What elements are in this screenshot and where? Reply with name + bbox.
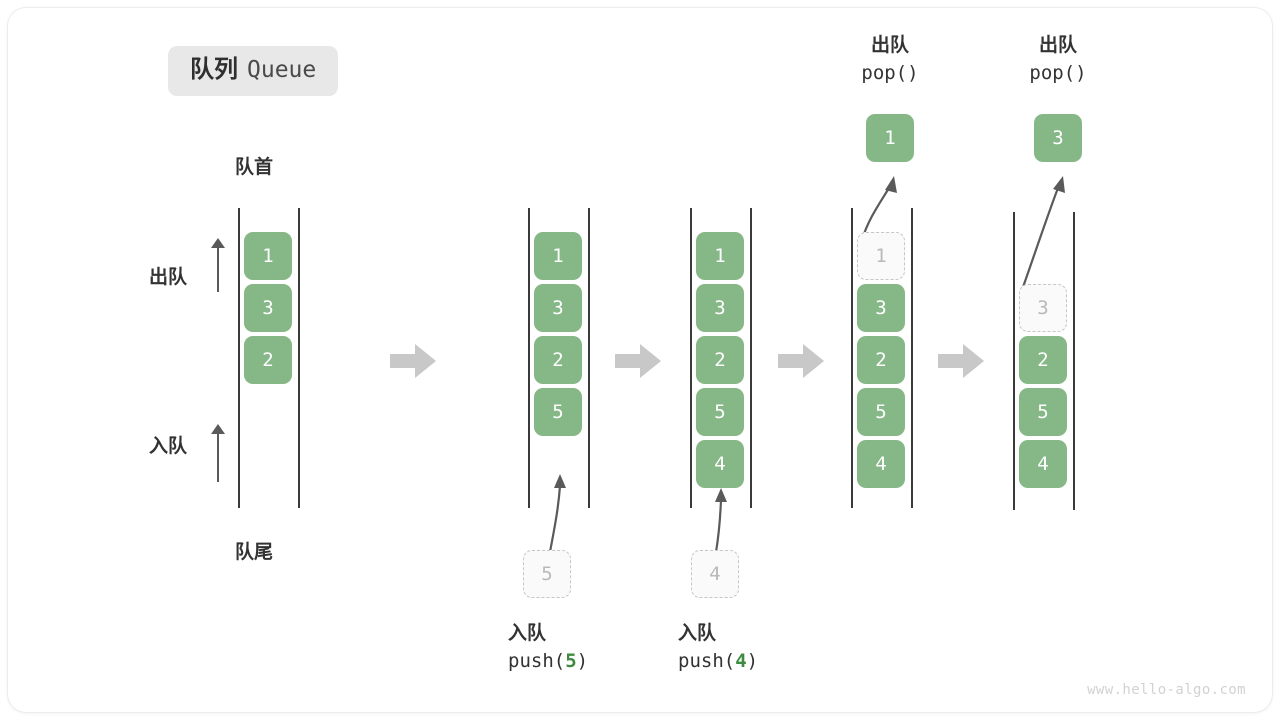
diagram-title-chip: 队列 Queue (168, 46, 339, 96)
queue-cell: 4 (1019, 440, 1067, 488)
stage-arrow-icon (390, 344, 436, 378)
popped-value: 3 (1034, 114, 1082, 162)
queue-column-pop-1: 1 3 2 5 4 (851, 208, 913, 508)
queue-cell: 2 (1019, 336, 1067, 384)
push-caption-code: push(5) (508, 649, 589, 672)
diagram-title-en: Queue (247, 57, 317, 83)
queue-cell: 3 (857, 284, 905, 332)
push-arg: 4 (735, 649, 747, 672)
queue-rail-right (298, 208, 300, 508)
queue-cell: 2 (696, 336, 744, 384)
queue-cell: 4 (696, 440, 744, 488)
queue-rail-left (528, 208, 530, 508)
queue-cell: 3 (534, 284, 582, 332)
push-caption-cn: 入队 (678, 623, 717, 644)
queue-cell: 2 (244, 336, 292, 384)
popped-value: 1 (866, 114, 914, 162)
queue-rear-label: 队尾 (235, 542, 274, 563)
queue-cell: 5 (534, 388, 582, 436)
queue-cell: 1 (696, 232, 744, 280)
diagram-title-cn: 队列 (190, 56, 238, 83)
enqueue-side-label: 入队 (149, 436, 188, 457)
dequeue-side-label: 出队 (149, 267, 188, 288)
queue-column-push-5: 1 3 2 5 (528, 208, 590, 508)
queue-cell: 3 (244, 284, 292, 332)
queue-cell-removed: 1 (857, 232, 905, 280)
queue-column-push-4: 1 3 2 5 4 (690, 208, 752, 508)
pop-caption-code: pop() (1029, 61, 1087, 84)
queue-cell: 2 (534, 336, 582, 384)
queue-cell: 5 (1019, 388, 1067, 436)
pop-1-caption: 出队 pop() (820, 32, 960, 87)
queue-cell: 2 (857, 336, 905, 384)
queue-rail-left (690, 208, 692, 508)
push-5-caption: 入队 push(5) (508, 620, 588, 675)
push-arg: 5 (565, 649, 577, 672)
watermark: www.hello-algo.com (1087, 682, 1246, 698)
queue-column-pop-3: 3 2 5 4 (1013, 212, 1075, 510)
pop-caption-code: pop() (861, 61, 919, 84)
push-arrow-icon (714, 488, 727, 553)
incoming-value-ghost: 4 (691, 550, 739, 598)
queue-cell: 3 (696, 284, 744, 332)
queue-rail-left (851, 208, 853, 508)
queue-front-label: 队首 (235, 157, 274, 178)
queue-cell: 5 (857, 388, 905, 436)
dequeue-direction-arrow-icon (211, 238, 225, 292)
queue-cell: 1 (534, 232, 582, 280)
push-arrow-icon (548, 474, 566, 553)
pop-caption-cn: 出队 (870, 35, 909, 56)
stage-arrow-icon (778, 344, 824, 378)
queue-column-initial: 1 3 2 (238, 208, 300, 508)
queue-rail-left (1013, 212, 1015, 510)
push-caption-cn: 入队 (508, 623, 547, 644)
pop-3-caption: 出队 pop() (988, 32, 1128, 87)
pop-caption-cn: 出队 (1038, 35, 1077, 56)
incoming-value-ghost: 5 (523, 550, 571, 598)
enqueue-direction-arrow-icon (211, 424, 225, 482)
push-caption-code: push(4) (678, 649, 759, 672)
queue-cell: 5 (696, 388, 744, 436)
queue-rail-right (911, 208, 913, 508)
queue-rail-right (750, 208, 752, 508)
stage-arrow-icon (938, 344, 984, 378)
stage-arrow-icon (615, 344, 661, 378)
queue-rail-right (1073, 212, 1075, 510)
queue-cell-removed: 3 (1019, 284, 1067, 332)
queue-rail-left (238, 208, 240, 508)
queue-cell: 1 (244, 232, 292, 280)
queue-cell: 4 (857, 440, 905, 488)
queue-rail-right (588, 208, 590, 508)
push-4-caption: 入队 push(4) (678, 620, 758, 675)
pop-arrow-icon (1020, 176, 1065, 291)
